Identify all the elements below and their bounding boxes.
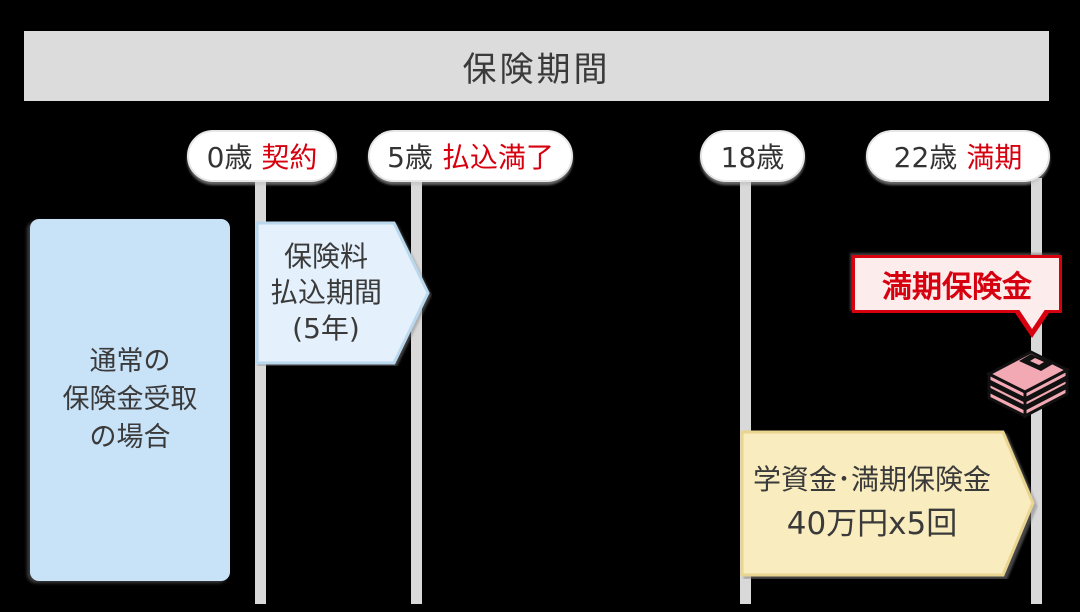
normal-payout-line: の場合 — [89, 422, 171, 453]
premium-line: 保険料 — [283, 240, 368, 273]
normal-payout-line: 通常の — [89, 346, 171, 377]
timeline-line-age5 — [411, 178, 422, 604]
milestone-pill-age22: 22歳 満期 — [866, 130, 1050, 182]
premium-period-label: 保険料 払込期間 (5年) — [254, 220, 398, 366]
benefit-amount-arrow — [740, 430, 1035, 577]
milestone-pill-age0: 0歳 契約 — [187, 130, 337, 182]
callout-pointer-fill — [1018, 308, 1046, 329]
premium-line: (5年) — [292, 312, 360, 345]
benefit-amount-label: 学資金･満期保険金 40万円x5回 — [739, 429, 1005, 577]
benefit-line2: 40万円x5回 — [786, 506, 958, 542]
milestone-age: 5歳 — [387, 141, 433, 174]
milestone-event: 払込満了 — [441, 141, 554, 174]
milestone-age: 0歳 — [206, 141, 253, 174]
normal-payout-box: 通常の 保険金受取 の場合 — [30, 219, 230, 581]
milestone-pill-age18: 18歳 — [700, 130, 805, 182]
premium-line: 払込期間 — [269, 276, 382, 309]
maturity-benefit-callout: 満期保険金 — [852, 255, 1062, 313]
header-title: 保険期間 — [462, 49, 611, 90]
milestone-age: 18歳 — [720, 141, 785, 174]
maturity-benefit-label: 満期保険金 — [882, 270, 1032, 305]
premium-period-arrow — [255, 221, 430, 365]
milestone-event: 契約 — [261, 141, 318, 174]
timeline-line-age0 — [255, 178, 266, 604]
insurance-period-header: 保険期間 — [24, 31, 1049, 101]
normal-payout-line: 保険金受取 — [62, 384, 198, 415]
money-stack-icon — [985, 350, 1071, 419]
benefit-line1: 学資金･満期保険金 — [752, 463, 991, 496]
timeline-line-age18 — [740, 178, 751, 604]
milestone-event: 満期 — [966, 141, 1023, 174]
milestone-age: 22歳 — [893, 141, 958, 174]
milestone-pill-age5: 5歳 払込満了 — [368, 130, 573, 182]
